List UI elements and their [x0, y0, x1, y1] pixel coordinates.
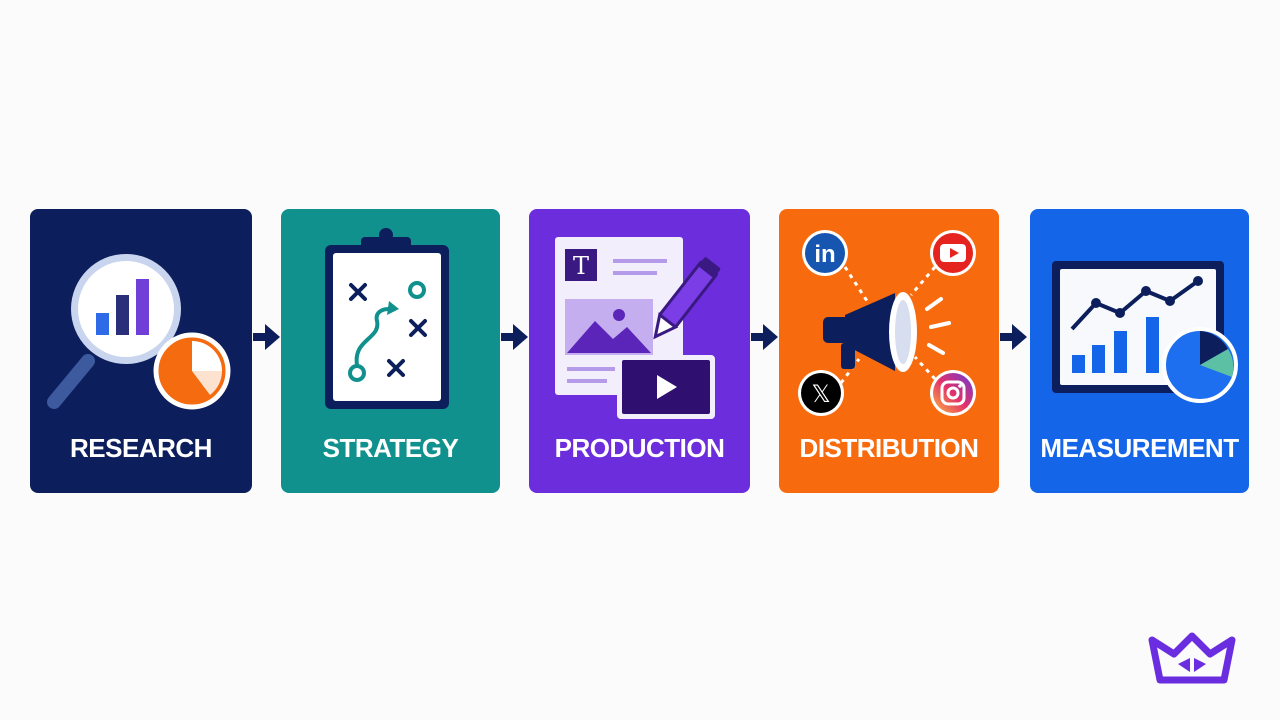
pie-chart-icon [153, 332, 231, 410]
stage-label: STRATEGY [322, 433, 459, 463]
arrow-icon [751, 324, 778, 350]
crown-logo-icon [1148, 632, 1236, 684]
arrow-icon [253, 324, 280, 350]
arrow-icon [501, 324, 528, 350]
svg-text:𝕏: 𝕏 [811, 380, 830, 408]
video-play-icon [617, 355, 715, 419]
image-icon [565, 299, 653, 355]
play-diagram-icon [348, 281, 427, 382]
stage-card-distribution: in 𝕏 DISTRI [779, 209, 999, 493]
stage-label: PRODUCTION [554, 433, 725, 463]
megaphone-icon [823, 292, 951, 372]
stage-label: RESEARCH [70, 433, 212, 463]
stage-card-research: RESEARCH [30, 209, 252, 493]
x-icon: 𝕏 [798, 370, 844, 416]
bar-chart-icon [1072, 317, 1159, 373]
instagram-icon [930, 370, 976, 416]
bar-chart-icon [96, 279, 149, 335]
stage-card-strategy: STRATEGY [281, 209, 500, 493]
pie-chart-icon [1162, 327, 1238, 403]
arrow-icon [1000, 324, 1027, 350]
clipboard-icon [325, 228, 449, 409]
stage-label: MEASUREMENT [1040, 433, 1239, 463]
youtube-icon [930, 230, 976, 276]
svg-text:in: in [814, 241, 835, 268]
pencil-icon [653, 257, 721, 340]
line-chart-icon [1070, 276, 1203, 331]
stage-label: DISTRIBUTION [799, 433, 979, 463]
stage-card-measurement: MEASUREMENT [1030, 209, 1249, 493]
text-icon-letter: T [573, 252, 589, 280]
linkedin-icon: in [802, 230, 848, 276]
stage-card-production: T PRODUCTION [529, 209, 750, 493]
